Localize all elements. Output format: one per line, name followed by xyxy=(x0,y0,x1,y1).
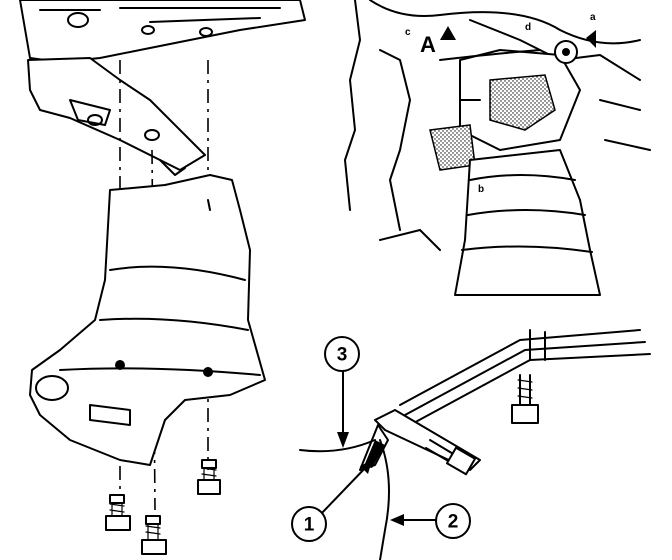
right-bottom-detail-view: 1 2 3 xyxy=(291,329,651,560)
view-letter: A xyxy=(420,32,436,57)
mark-c: c xyxy=(405,27,411,38)
shield-slot xyxy=(89,404,131,426)
bolt-icon xyxy=(105,494,131,531)
mark-d: d xyxy=(525,22,531,33)
shield-hole xyxy=(35,375,69,401)
bolt-icon xyxy=(141,515,167,555)
callout-1: 1 xyxy=(291,506,327,542)
left-view-heat-shield xyxy=(19,0,306,555)
arrow-icon xyxy=(586,30,596,48)
heat-shield xyxy=(29,174,266,466)
leader-line xyxy=(319,464,369,516)
mark-a: a xyxy=(590,12,596,23)
mark-b: b xyxy=(478,184,484,195)
right-top-view-engine: A a b c d xyxy=(344,0,651,296)
svg-text:2: 2 xyxy=(448,512,459,533)
callout-3: 3 xyxy=(324,336,360,372)
bolt-icon xyxy=(511,374,539,424)
bolt-icon xyxy=(197,459,221,495)
svg-text:1: 1 xyxy=(304,515,315,536)
mounting-bracket xyxy=(27,57,206,171)
bolt-icon xyxy=(425,439,477,476)
callout-2: 2 xyxy=(435,503,471,539)
arrow-icon xyxy=(440,26,456,40)
stippled-component xyxy=(489,74,556,131)
exhaust-pipe xyxy=(454,149,601,296)
frame-hole xyxy=(67,12,89,28)
svg-text:3: 3 xyxy=(337,345,348,366)
